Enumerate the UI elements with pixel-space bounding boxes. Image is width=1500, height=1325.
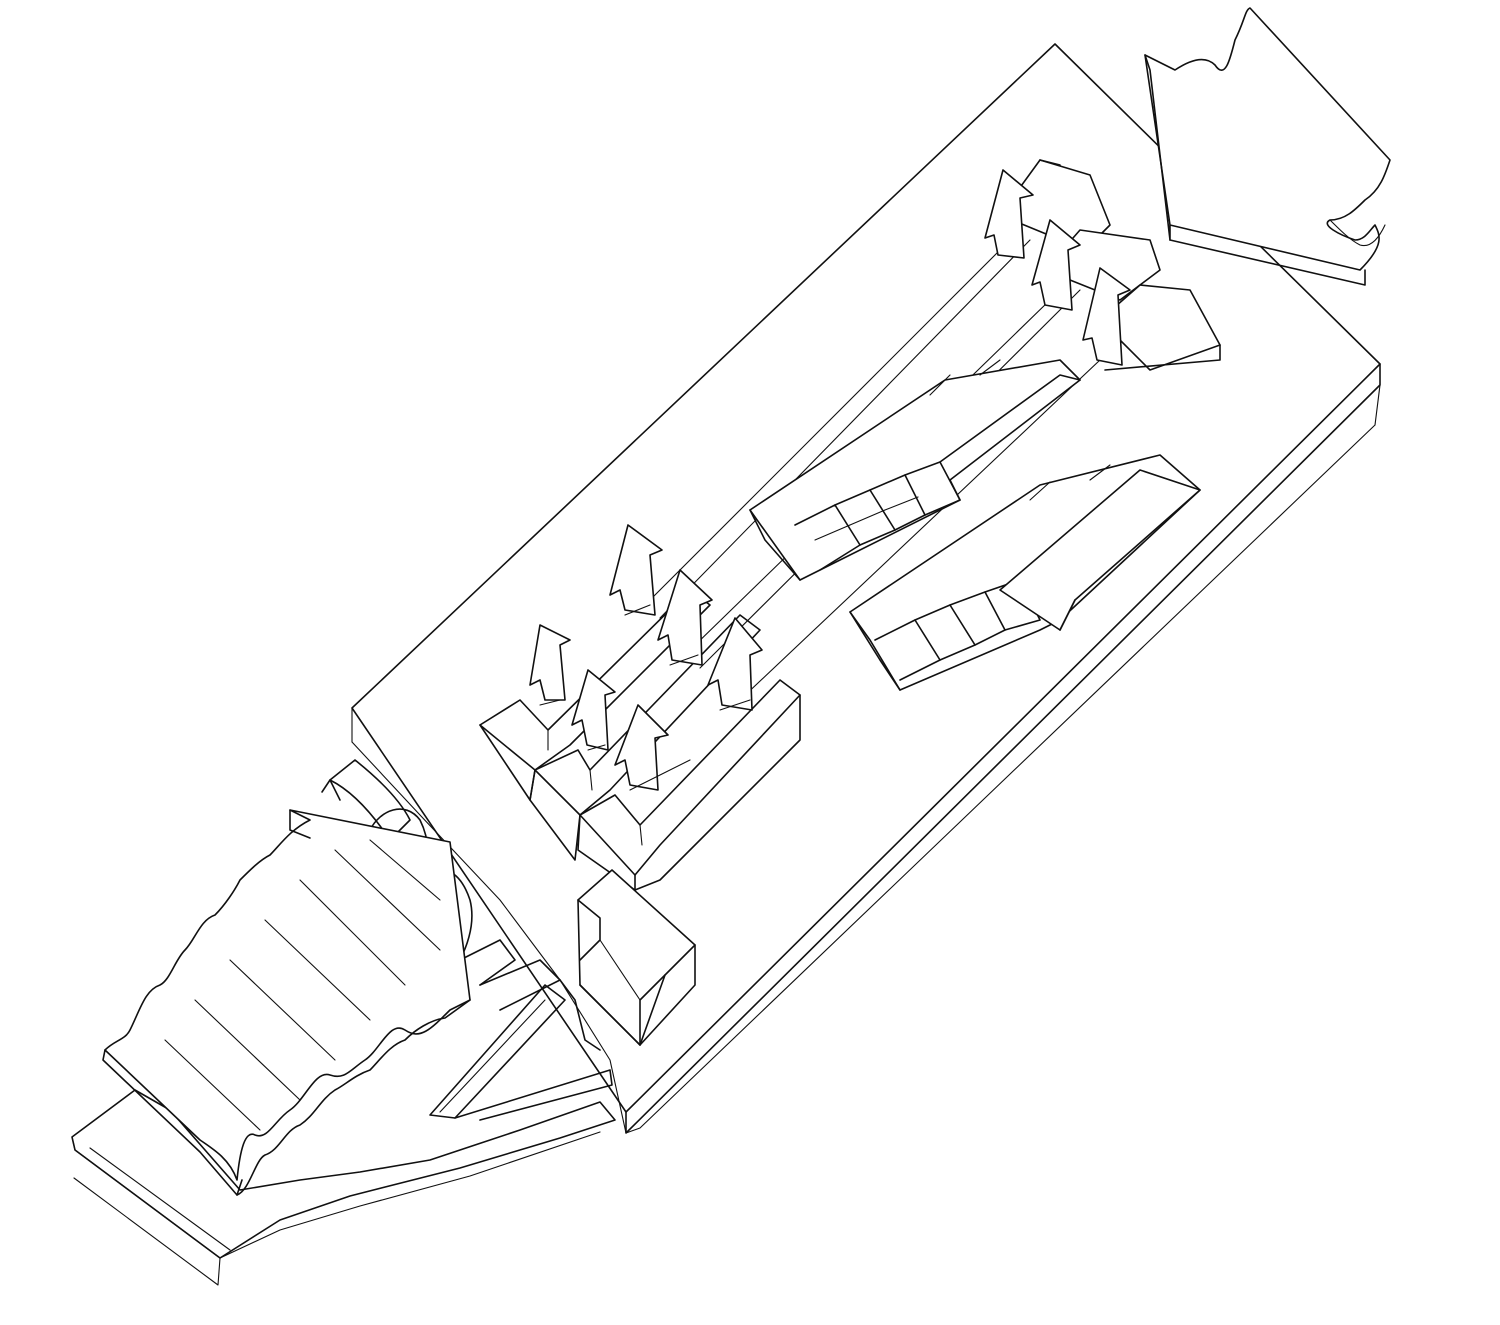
lower-walkway-slab xyxy=(71,1089,616,1286)
arrow-markers xyxy=(529,169,1131,791)
main-platform xyxy=(351,43,1381,1134)
detached-wavy-slab xyxy=(1144,7,1391,286)
stair-ramp-lower xyxy=(849,454,1201,691)
platform-arches xyxy=(321,759,613,1121)
wavy-entry-ramp xyxy=(102,809,471,1196)
stair-ramp-upper xyxy=(749,359,1081,581)
corner-cube-block xyxy=(577,869,696,1046)
